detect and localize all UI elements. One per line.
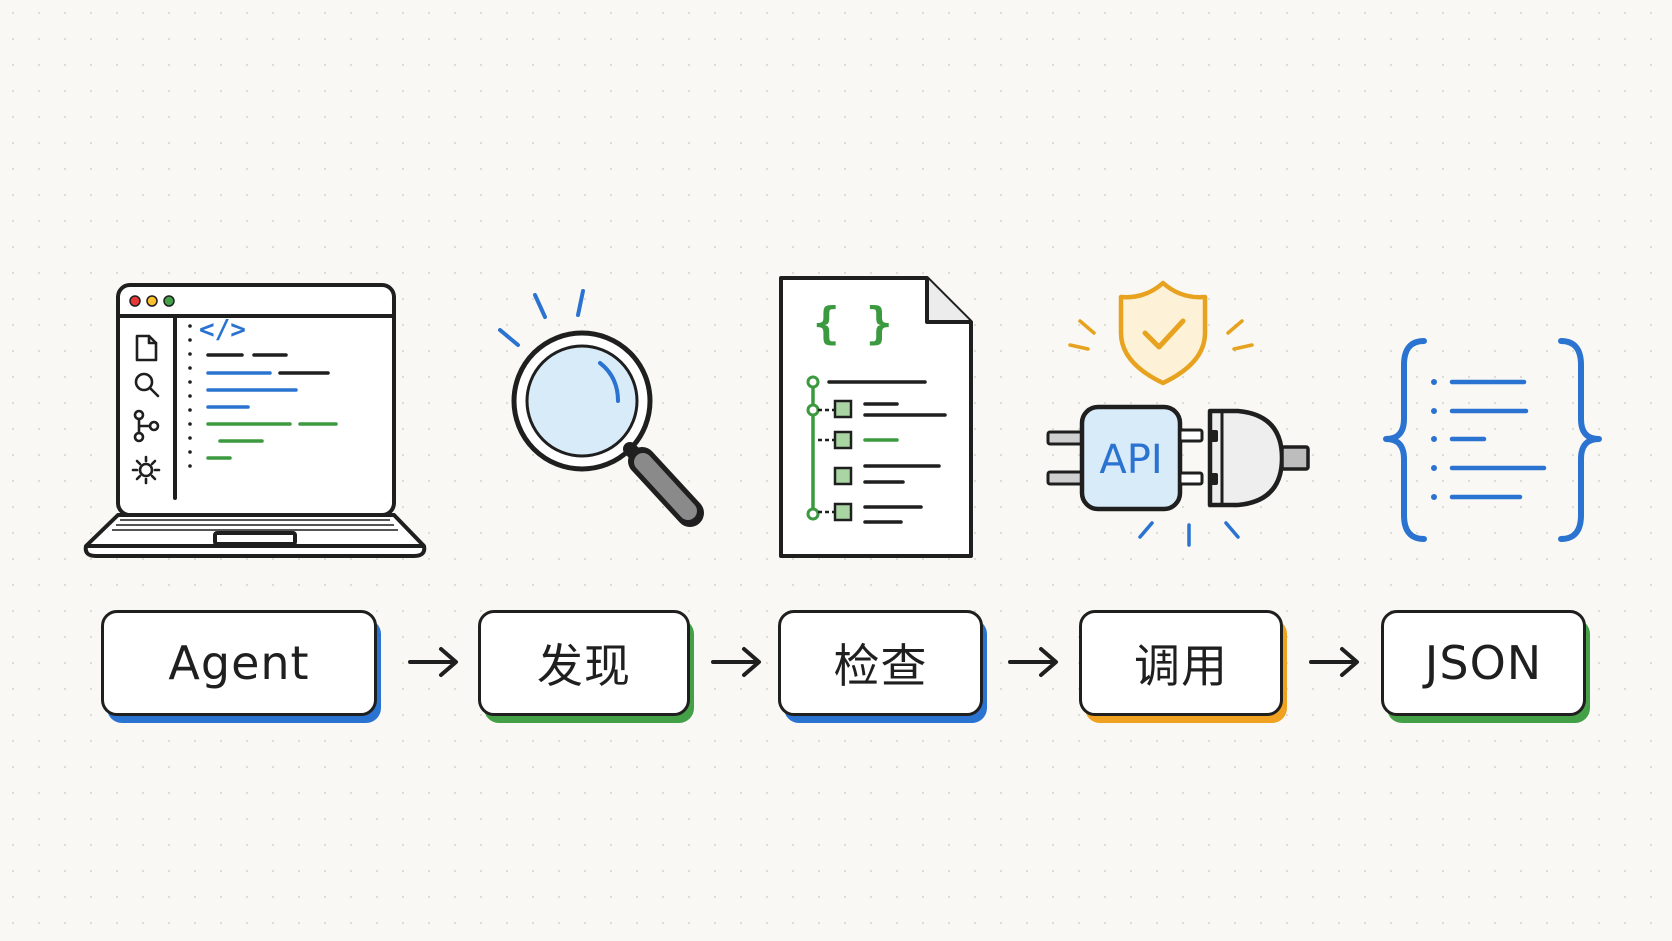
step-inspect: 检查 xyxy=(778,610,983,716)
arrow-discover-to-inspect xyxy=(711,647,761,677)
arrow-inspect-to-invoke xyxy=(1008,647,1058,677)
step-json-label: JSON xyxy=(1424,636,1543,690)
arrow-agent-to-discover xyxy=(408,647,458,677)
code-tag-label: </> xyxy=(199,315,246,345)
step-invoke: 调用 xyxy=(1079,610,1283,716)
step-agent-label: Agent xyxy=(168,636,310,690)
api-plug-icon: API xyxy=(1046,280,1310,547)
step-discover: 发现 xyxy=(478,610,690,716)
braces-label: { } xyxy=(813,298,892,349)
step-inspect-label: 检查 xyxy=(833,639,928,693)
step-json: JSON xyxy=(1381,610,1586,716)
step-invoke-label: 调用 xyxy=(1134,639,1228,693)
api-label: API xyxy=(1099,437,1162,483)
json-braces-icon xyxy=(1383,338,1602,542)
arrow-invoke-to-json xyxy=(1309,647,1359,677)
step-agent: Agent xyxy=(101,610,377,716)
json-document-icon: { } xyxy=(779,276,973,558)
magnifier-icon xyxy=(498,289,704,527)
laptop-code-icon: </> xyxy=(83,283,427,558)
step-discover-label: 发现 xyxy=(537,639,631,693)
